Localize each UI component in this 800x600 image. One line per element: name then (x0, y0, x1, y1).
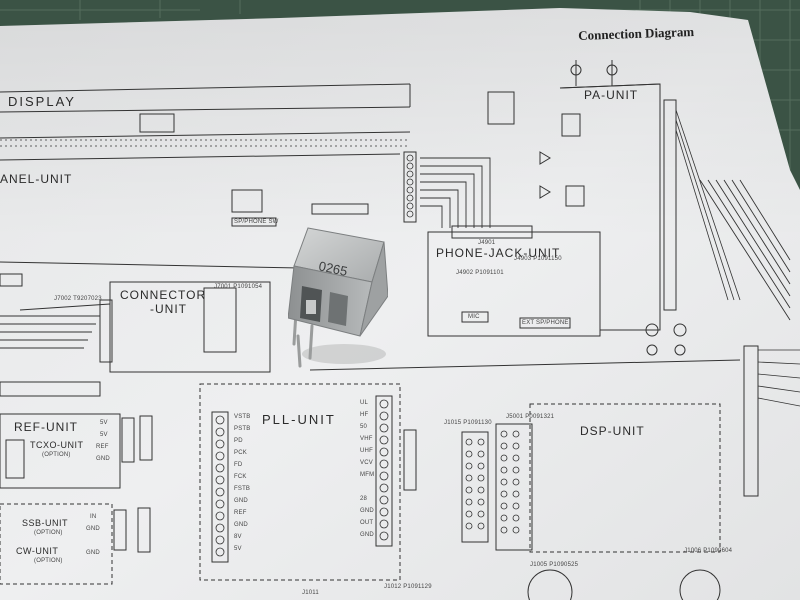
pll-pin-right: GND (360, 532, 374, 538)
tcxo-unit-label: TCXO-UNIT (30, 440, 84, 450)
sp-phone-sw-label: SP/PHONE SW (234, 219, 279, 225)
connector-j1015: J1015 P1091130 (444, 420, 492, 426)
display-label: DISPLAY (8, 94, 76, 109)
pll-pin-left: PSTB (234, 426, 251, 432)
pll-pin-left: PCK (234, 450, 247, 456)
pll-pin-right: MFM (360, 472, 375, 478)
ref-pin: 5V (100, 432, 108, 438)
connector-j1011: J1011 (302, 590, 319, 596)
dsp-unit-label: DSP-UNIT (580, 424, 645, 438)
phone-jack-unit-label: PHONE-JACK-UNIT (436, 246, 561, 260)
pa-unit-label: PA-UNIT (584, 88, 639, 102)
connector-j4903: J4903 P1091150 (514, 256, 562, 262)
ref-pin: 5V (100, 420, 108, 426)
ref-pin: REF (96, 444, 109, 450)
pll-pin-left: GND (234, 498, 248, 504)
pll-pin-right: UL (360, 400, 369, 406)
pll-pin-right: VCV (360, 460, 373, 466)
relay-marking: 0265 (317, 258, 348, 279)
cw-unit-label: CW-UNIT (16, 546, 59, 556)
pll-pin-right: 50 (360, 424, 368, 430)
ext-sp-phone-label: EXT SP/PHONE (522, 320, 569, 326)
ssb-option-label: (OPTION) (34, 530, 63, 536)
panel-unit-label: ANEL-UNIT (0, 172, 73, 186)
connector-j4902: J4902 P1091101 (456, 270, 504, 276)
mic-label: MIC (468, 314, 480, 320)
connector-unit-label-2: -UNIT (150, 302, 187, 316)
pll-pin-left: GND (234, 522, 248, 528)
pll-pin-left: VSTB (234, 414, 251, 420)
connector-j5001: J5001 P0091321 (506, 414, 555, 420)
pll-pin-right: UHF (360, 448, 373, 454)
ssb-pin: GND (86, 526, 100, 532)
connector-j1006: J1006 P1090604 (684, 548, 733, 554)
connector-j7001: J7001 P1091054 (214, 284, 263, 290)
pll-pin-right: 28 (360, 496, 368, 502)
pll-pin-right: GND (360, 508, 374, 514)
pll-unit-label: PLL-UNIT (262, 412, 336, 427)
pll-pin-left: FD (234, 462, 243, 468)
connector-unit-label-1: CONNECTOR (120, 288, 207, 302)
ref-pin: GND (96, 456, 110, 462)
connector-j4901: J4901 (478, 240, 496, 246)
connector-j1012: J1012 P1091129 (384, 584, 432, 590)
pll-pin-left: 8V (234, 534, 242, 540)
connector-j7002: J7002 T9207023 (54, 296, 102, 302)
cw-option-label: (OPTION) (34, 558, 63, 564)
ssb-pin: IN (90, 514, 97, 520)
pll-pin-left: PD (234, 438, 243, 444)
pll-pin-left: FCK (234, 474, 247, 480)
ref-unit-label: REF-UNIT (14, 420, 78, 434)
pll-pin-left: REF (234, 510, 247, 516)
tcxo-option-label: (OPTION) (42, 452, 71, 458)
ssb-unit-label: SSB-UNIT (22, 518, 69, 528)
metal-relay-component: 0265 (288, 227, 388, 368)
ssb-pin: GND (86, 550, 100, 556)
pll-pin-right: OUT (360, 520, 374, 526)
pll-pin-left: FSTB (234, 486, 251, 492)
pll-pin-right: HF (360, 412, 369, 418)
pll-pin-right: VHF (360, 436, 373, 442)
pll-pin-left: 5V (234, 546, 242, 552)
connector-j1005: J1005 P1090525 (530, 562, 579, 568)
